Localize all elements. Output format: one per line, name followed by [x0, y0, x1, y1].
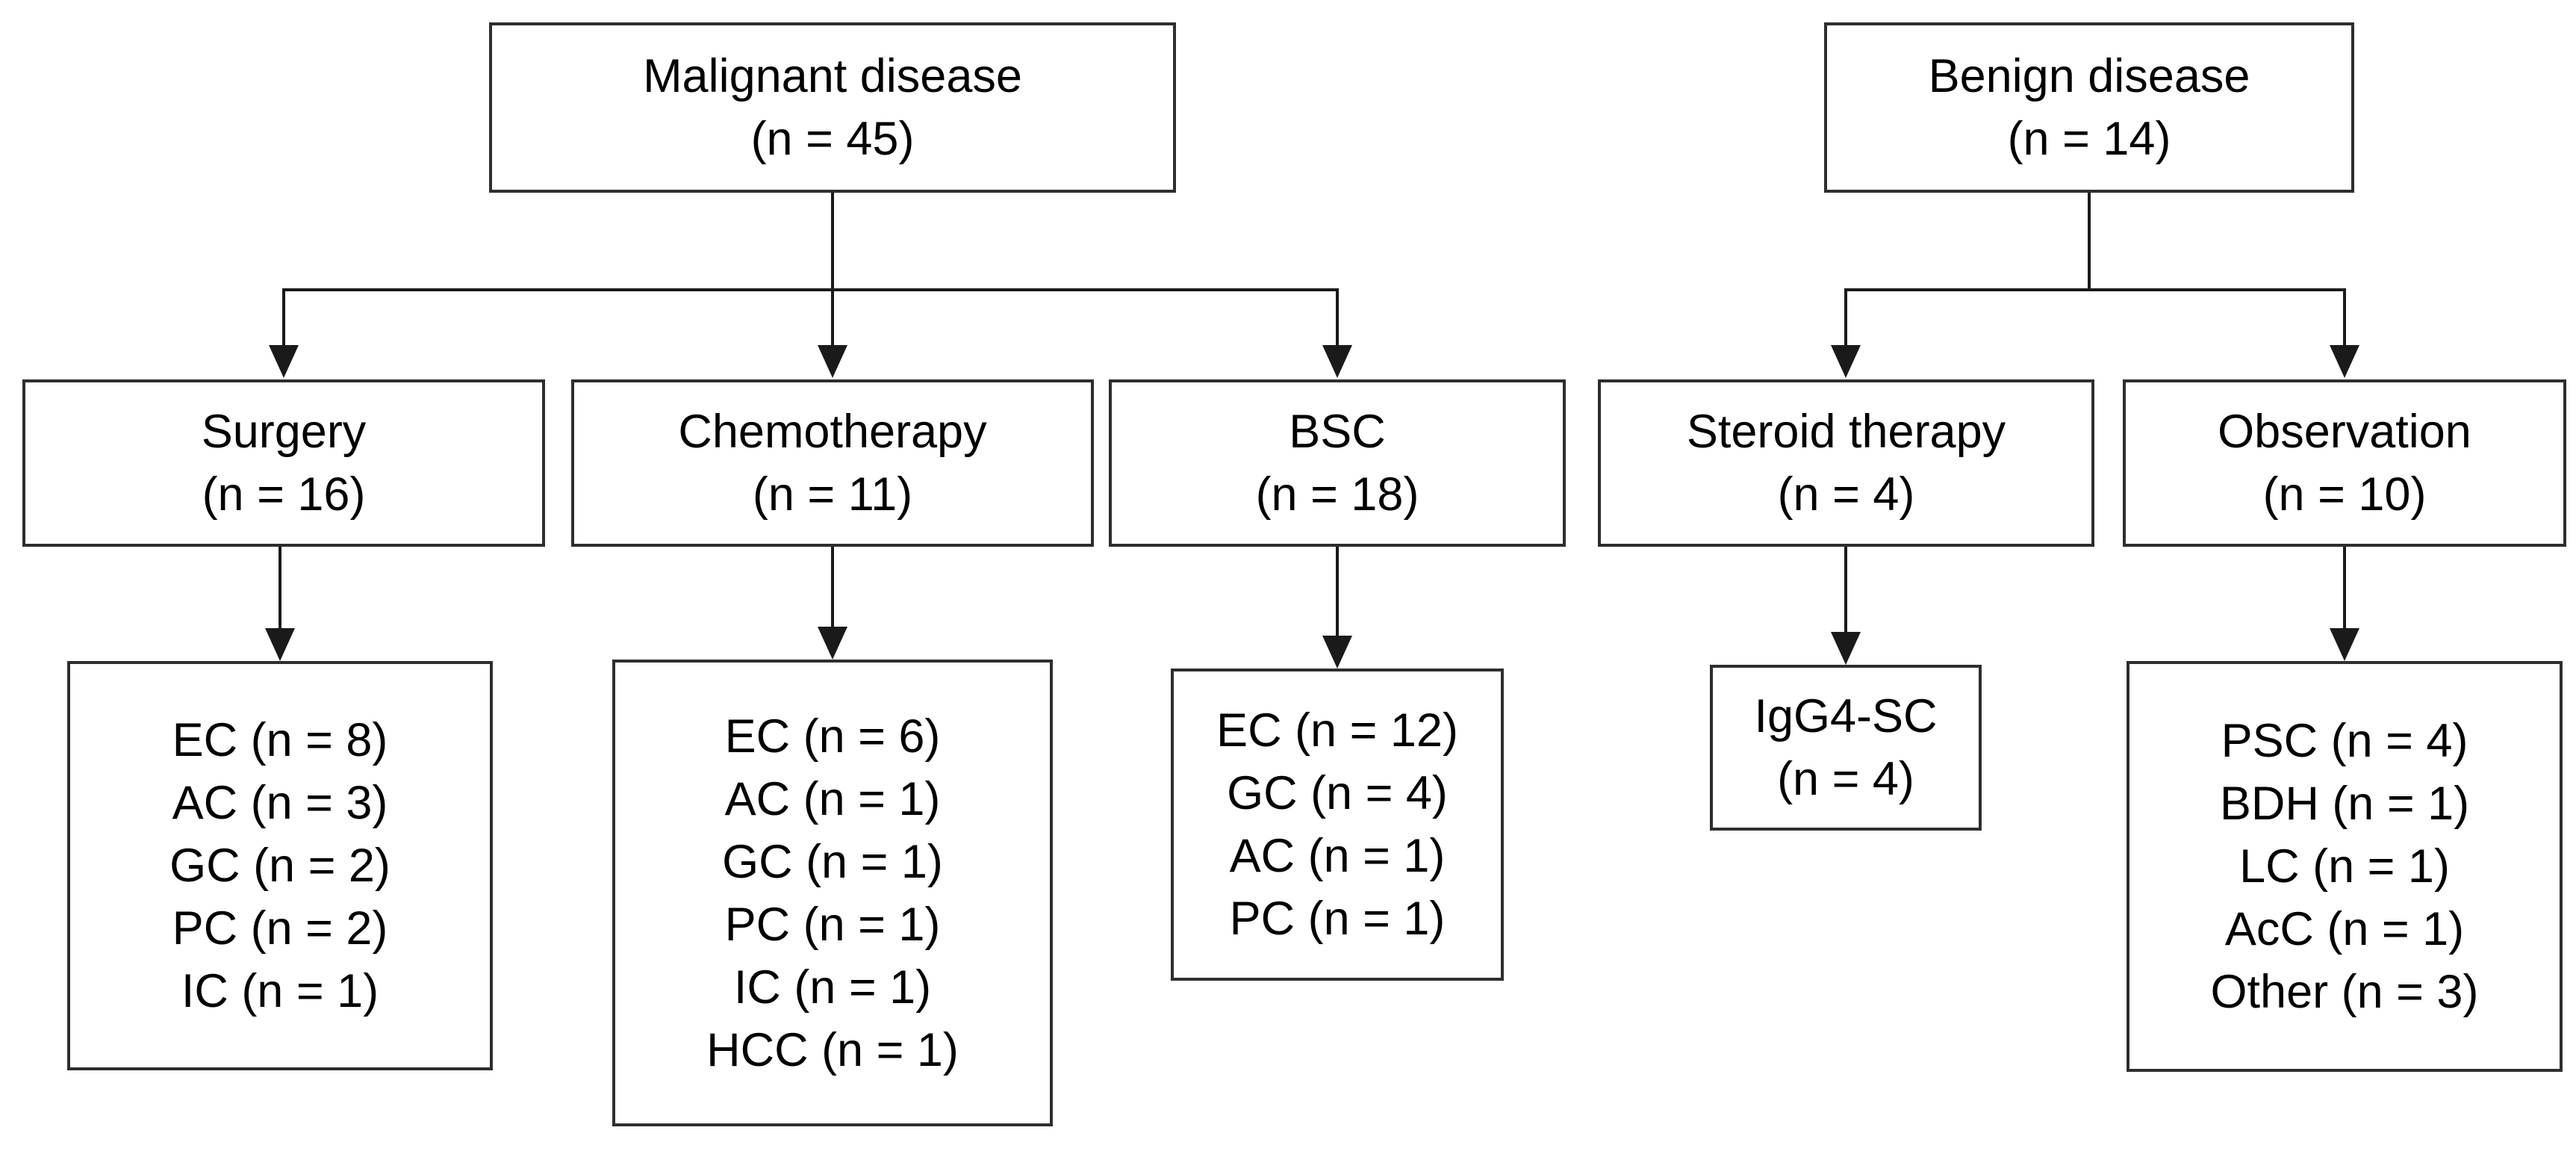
connector-benign-stem — [2088, 193, 2091, 291]
connector-surgery-diagnoses — [279, 547, 281, 630]
diagnosis-line: AcC (n = 1) — [2224, 903, 2465, 955]
diagnosis-line: IC (n = 1) — [181, 965, 379, 1017]
node-label: Chemotherapy — [678, 406, 987, 458]
arrowhead-steroid-diagnoses — [1831, 632, 1861, 665]
diagnosis-line: PC (n = 1) — [1229, 893, 1446, 945]
node-count: (n = 18) — [1255, 468, 1419, 521]
diagnosis-line: AC (n = 1) — [1229, 830, 1446, 882]
connector-steroid-diagnoses — [1844, 547, 1847, 633]
connector-chemotherapy-diagnoses — [831, 547, 834, 628]
node-steroid-therapy: Steroid therapy (n = 4) — [1598, 379, 2094, 547]
node-count: (n = 4) — [1777, 468, 1915, 521]
arrowhead-bsc-diagnoses — [1322, 636, 1352, 668]
diagnosis-line: GC (n = 4) — [1227, 767, 1448, 819]
arrowhead-steroid-therapy — [1831, 345, 1861, 378]
diagnosis-line: EC (n = 6) — [724, 710, 941, 763]
node-label: Benign disease — [1928, 50, 2250, 102]
diagnosis-line: HCC (n = 1) — [706, 1023, 959, 1076]
node-observation-diagnoses: PSC (n = 4) BDH (n = 1) LC (n = 1) AcC (… — [2127, 661, 2563, 1072]
node-label: Surgery — [201, 406, 367, 458]
connector-drop-observation — [2343, 290, 2346, 348]
node-chemotherapy-diagnoses: EC (n = 6) AC (n = 1) GC (n = 1) PC (n =… — [612, 660, 1053, 1126]
node-bsc: BSC (n = 18) — [1109, 379, 1566, 547]
diagnosis-line: GC (n = 1) — [722, 835, 943, 888]
arrowhead-bsc — [1322, 345, 1352, 378]
node-surgery: Surgery (n = 16) — [22, 379, 545, 547]
diagnosis-line: EC (n = 8) — [172, 714, 388, 766]
node-label: BSC — [1289, 406, 1386, 458]
diagnosis-line: (n = 4) — [1777, 753, 1914, 805]
node-observation: Observation (n = 10) — [2123, 379, 2566, 547]
node-surgery-diagnoses: EC (n = 8) AC (n = 3) GC (n = 2) PC (n =… — [67, 661, 493, 1070]
node-count: (n = 11) — [752, 468, 913, 521]
arrowhead-observation-diagnoses — [2330, 628, 2359, 661]
node-malignant-disease: Malignant disease (n = 45) — [489, 22, 1176, 193]
connector-bsc-diagnoses — [1336, 547, 1339, 637]
diagnosis-line: IgG4-SC — [1754, 690, 1938, 742]
node-igg4-sc: IgG4-SC (n = 4) — [1710, 665, 1982, 831]
arrowhead-surgery — [269, 345, 299, 378]
node-benign-disease: Benign disease (n = 14) — [1824, 22, 2354, 193]
connector-drop-bsc — [1336, 290, 1339, 348]
diagnosis-line: EC (n = 12) — [1216, 704, 1458, 757]
node-count: (n = 45) — [750, 113, 915, 165]
connector-drop-surgery — [282, 290, 285, 348]
diagnosis-line: PC (n = 2) — [172, 902, 388, 955]
diagnosis-line: AC (n = 3) — [172, 777, 388, 829]
diagnosis-line: LC (n = 1) — [2239, 840, 2450, 893]
node-count: (n = 16) — [202, 468, 366, 521]
diagnosis-line: PSC (n = 4) — [2221, 715, 2468, 767]
diagnosis-line: AC (n = 1) — [724, 772, 941, 825]
connector-benign-branch — [1844, 288, 2346, 291]
node-count: (n = 14) — [2007, 113, 2171, 165]
arrowhead-chemotherapy — [818, 345, 847, 378]
diagnosis-line: Other (n = 3) — [2210, 966, 2479, 1018]
node-chemotherapy: Chemotherapy (n = 11) — [571, 379, 1094, 547]
connector-drop-steroid — [1844, 290, 1847, 348]
node-bsc-diagnoses: EC (n = 12) GC (n = 4) AC (n = 1) PC (n … — [1171, 668, 1504, 981]
connector-observation-diagnoses — [2343, 547, 2346, 630]
node-label: Observation — [2218, 406, 2471, 458]
node-count: (n = 10) — [2262, 468, 2427, 521]
arrowhead-observation — [2330, 345, 2359, 378]
node-label: Malignant disease — [643, 50, 1022, 102]
connector-malignant-stem — [831, 193, 834, 348]
diagnosis-line: PC (n = 1) — [724, 898, 941, 951]
connector-malignant-branch — [282, 288, 1339, 291]
arrowhead-chemotherapy-diagnoses — [818, 627, 847, 660]
diagnosis-line: GC (n = 2) — [169, 840, 391, 892]
arrowhead-surgery-diagnoses — [265, 628, 295, 661]
node-label: Steroid therapy — [1686, 406, 2006, 458]
diagnosis-line: BDH (n = 1) — [2219, 778, 2470, 830]
diagnosis-line: IC (n = 1) — [733, 961, 932, 1014]
